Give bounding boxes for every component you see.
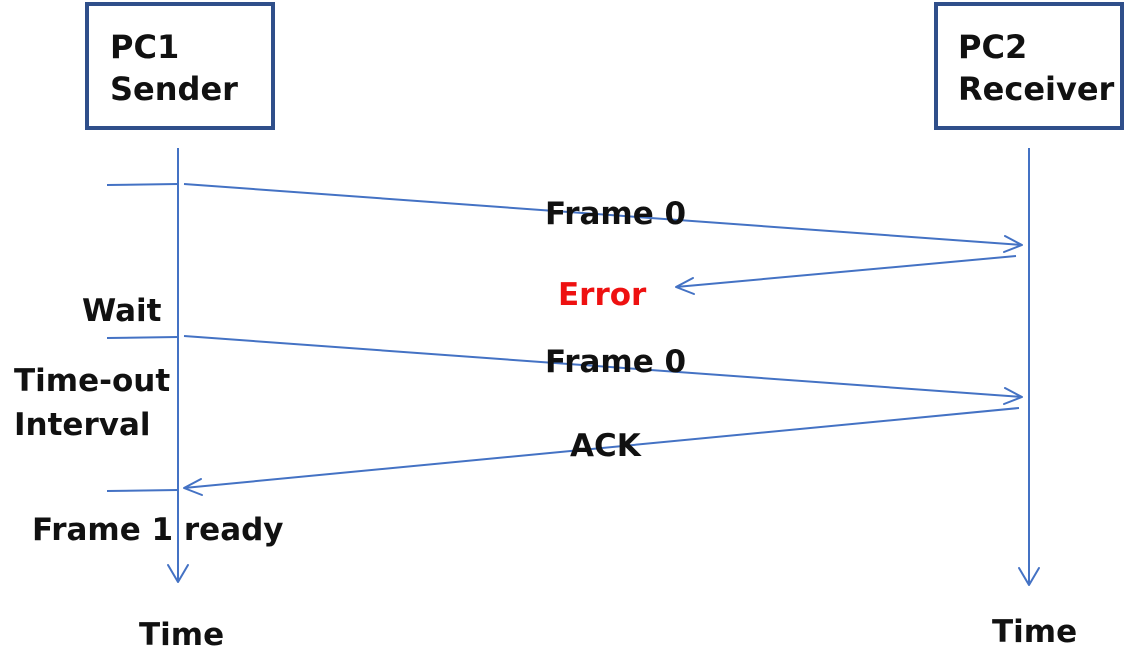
ack-arrow (183, 407, 1020, 489)
wait-label: Wait (82, 293, 162, 329)
receiver-role: Receiver (958, 70, 1115, 108)
receiver-name: PC2 (958, 28, 1027, 66)
frame0-resend-arrow (183, 335, 1023, 398)
receiver-time-label: Time (992, 614, 1077, 647)
sender-role: Sender (110, 70, 238, 108)
timeout-label-line2: Interval (14, 407, 151, 443)
error-arrowhead (675, 277, 695, 295)
frame0-resend-label: Frame 0 (545, 344, 686, 380)
frame1-ready-label: Frame 1 ready (32, 512, 284, 548)
receiver-timeline-arrowhead (1018, 567, 1040, 586)
timeout-label-line1: Time-out (14, 363, 170, 399)
frame1-ready-marker (106, 489, 179, 492)
sender-node: PC1 Sender (85, 2, 275, 130)
frame0-first-arrow (183, 183, 1023, 246)
sender-name: PC1 (110, 28, 179, 66)
timeout-start-marker (106, 183, 179, 186)
frame0-first-arrowhead (1003, 235, 1023, 253)
sender-time-label: Time (139, 617, 224, 647)
error-label: Error (558, 277, 647, 313)
frame0-first-label: Frame 0 (545, 196, 686, 232)
sender-box (85, 2, 275, 130)
frame0-resend-arrowhead (1003, 387, 1023, 405)
sender-timeline-arrowhead (167, 564, 189, 583)
ack-arrowhead (183, 478, 203, 496)
error-arrow (675, 255, 1017, 288)
receiver-node: PC2 Receiver (934, 2, 1124, 130)
ack-label: ACK (570, 428, 642, 464)
timeout-end-marker (106, 336, 179, 339)
receiver-box (934, 2, 1124, 130)
